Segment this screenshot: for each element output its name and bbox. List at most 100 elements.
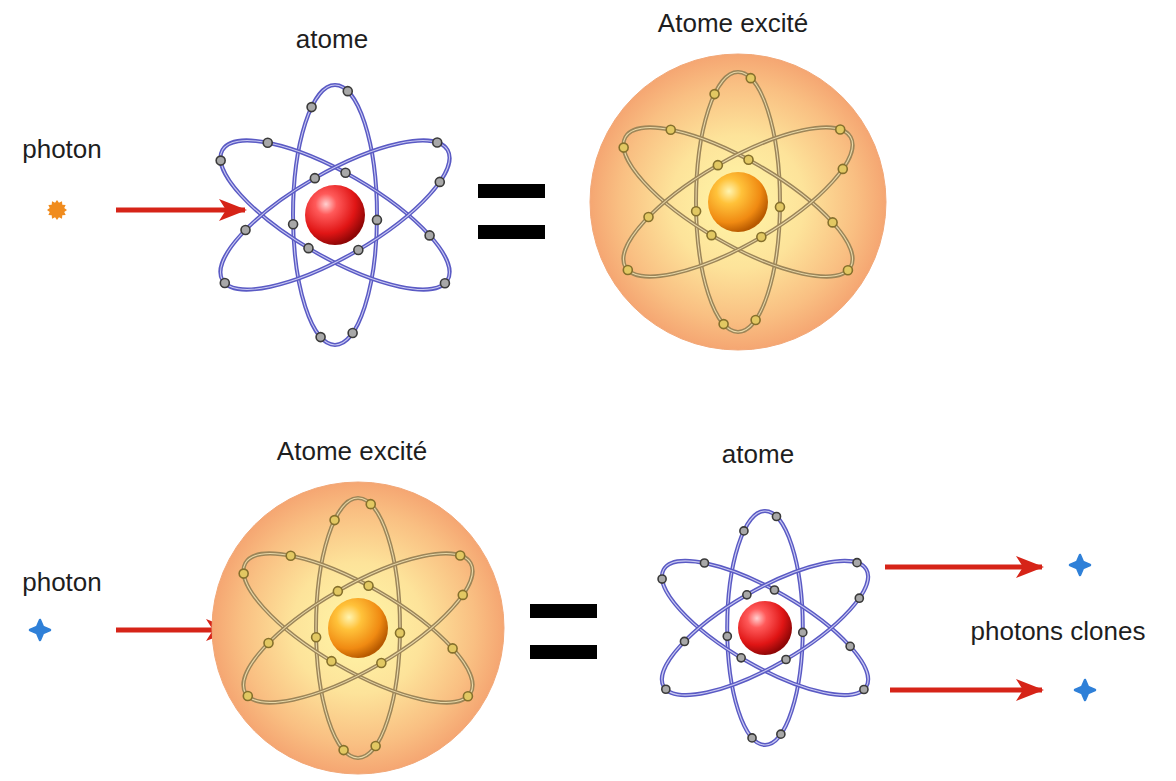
equals-sign (478, 184, 545, 239)
equals-bar (530, 645, 597, 659)
electron (304, 244, 313, 253)
electron (366, 500, 375, 509)
orbit-highlight (201, 114, 468, 317)
photon-arrow (116, 208, 245, 213)
electron (680, 637, 688, 645)
orbit-highlight (316, 498, 400, 758)
photon-dot (47, 200, 67, 220)
orbit-highlight (604, 101, 871, 304)
nucleus (328, 598, 388, 658)
electron (799, 628, 807, 636)
electron (316, 333, 325, 342)
orbit (604, 101, 871, 304)
electron (339, 746, 348, 755)
electron (700, 559, 708, 567)
electron (433, 138, 442, 147)
electron (666, 125, 675, 134)
electron (458, 590, 467, 599)
orbit (224, 527, 491, 730)
node-outline (232, 432, 502, 778)
electron (463, 692, 472, 701)
electron (855, 594, 863, 602)
electron (782, 655, 790, 663)
electron (751, 315, 760, 324)
electron (710, 90, 719, 99)
orbit (201, 114, 468, 317)
electron (440, 279, 449, 288)
electron (220, 279, 229, 288)
photon-dot (30, 620, 50, 640)
electron (348, 328, 357, 337)
orbit (293, 85, 377, 345)
electron (243, 692, 252, 701)
photon-node: photon (8, 560, 116, 650)
electron (743, 591, 751, 599)
excitation-glow (212, 482, 504, 774)
atom-node: atome (245, 20, 460, 350)
electron (307, 103, 316, 112)
atom-label: photon (22, 135, 102, 165)
electron (658, 575, 666, 583)
emission-arrow (885, 565, 1042, 570)
electron (748, 734, 756, 742)
electron (757, 233, 766, 242)
atom-label: atome (296, 25, 368, 55)
orbit-highlight (201, 114, 468, 317)
node-outline (590, 5, 886, 355)
electron (372, 215, 381, 224)
electron (644, 212, 653, 221)
electron (330, 516, 339, 525)
electron (770, 586, 778, 594)
orbit-highlight (696, 72, 780, 332)
electron (425, 231, 434, 240)
electron (327, 657, 336, 666)
electron (662, 685, 670, 693)
electron (772, 512, 780, 520)
orbit (645, 537, 885, 719)
emission-arrow (890, 688, 1042, 693)
atom-label: Atome excité (658, 9, 808, 39)
photon-node: photon (8, 128, 116, 228)
orbit-highlight (727, 511, 803, 745)
electron (289, 220, 298, 229)
electron (395, 628, 404, 637)
electron (843, 266, 852, 275)
electron (364, 581, 373, 590)
electron (354, 246, 363, 255)
orbit-highlight (645, 537, 885, 719)
equals-sign (530, 604, 597, 659)
atom-label: Atome excité (277, 437, 427, 467)
orbit (696, 72, 780, 332)
electron (838, 164, 847, 173)
orbit (604, 101, 871, 304)
node-outline (650, 437, 880, 767)
electron (312, 633, 321, 642)
electron (333, 587, 342, 596)
orbit-highlight (645, 537, 885, 719)
nucleus (738, 601, 792, 655)
orbit (201, 114, 468, 317)
electron (623, 266, 632, 275)
electron (341, 168, 350, 177)
excitation-glow (590, 54, 886, 350)
electron (846, 642, 854, 650)
electron (310, 174, 319, 183)
orbit-highlight (604, 101, 871, 304)
electron (740, 527, 748, 535)
orbit-highlight (224, 527, 491, 730)
electron (263, 138, 272, 147)
orbit (316, 498, 400, 758)
electron (435, 177, 444, 186)
electron (619, 143, 628, 152)
electron (239, 569, 248, 578)
electron (746, 74, 755, 83)
electron (707, 231, 716, 240)
clone-photon (1075, 680, 1095, 700)
electron (777, 730, 785, 738)
electron (860, 685, 868, 693)
electron (286, 551, 295, 560)
electron (713, 161, 722, 170)
excited-atom-node: Atome excité (232, 432, 502, 778)
